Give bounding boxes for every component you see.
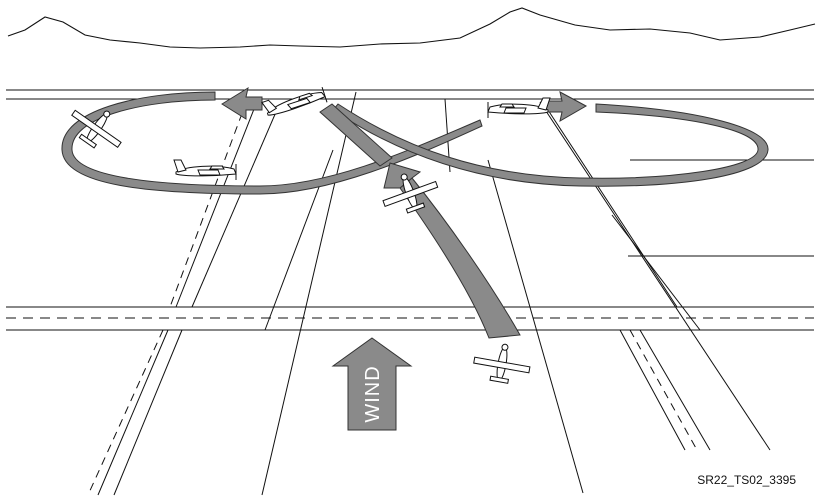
aircraft-icon [487,97,551,119]
aircraft-icon [261,82,328,122]
climb-ribbon [399,177,521,339]
wind-arrow-shape [331,337,413,431]
flight-path [61,86,769,339]
wind-label: WIND [362,365,384,422]
path-arrow-left [221,86,263,120]
mountain-horizon [7,7,816,49]
figure-id-label: SR22_TS02_3395 [697,473,796,487]
runway-lines [6,91,814,496]
left-loop-ribbon [61,91,483,195]
aircraft-icon [470,338,534,388]
crossing-ribbon [319,103,393,167]
wind-arrow: WIND [331,337,413,431]
